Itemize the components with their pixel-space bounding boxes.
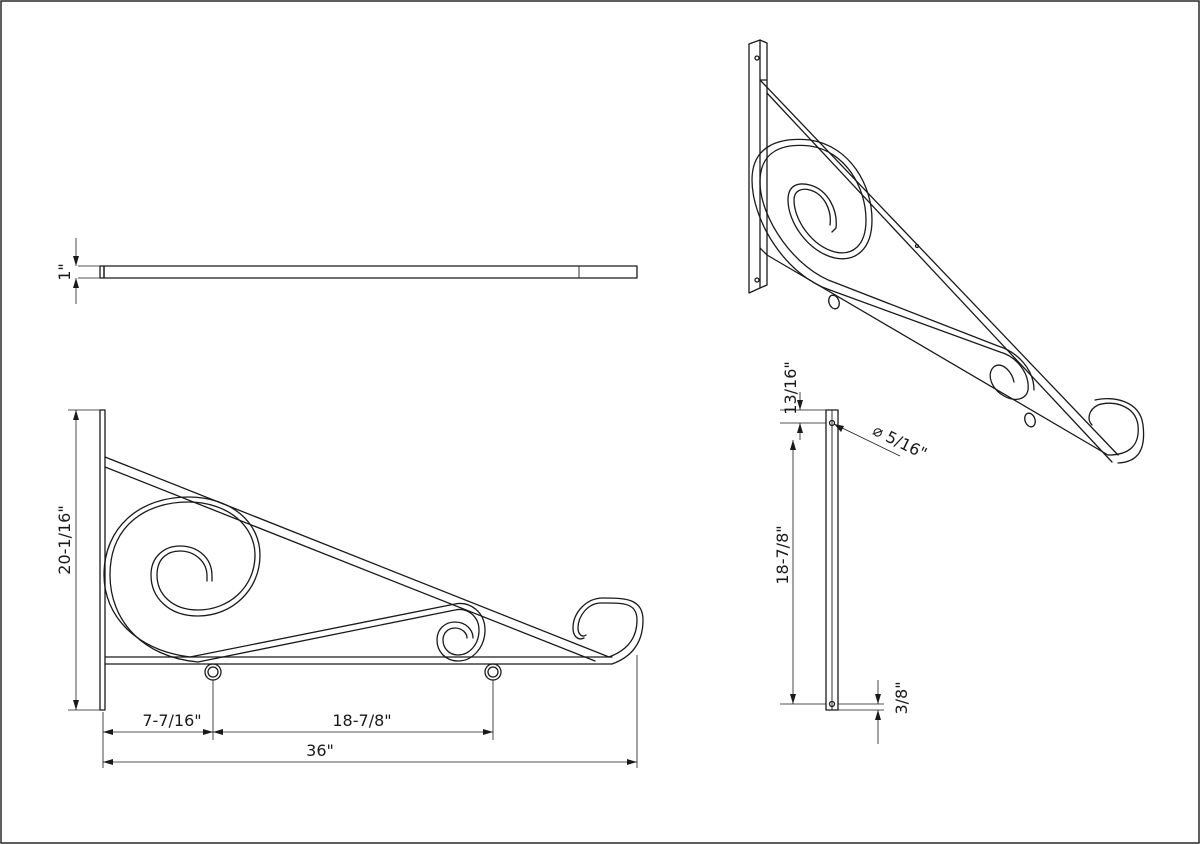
top-hole: [828, 419, 836, 427]
bottom-hole: [828, 700, 836, 708]
hole-spacing-label: 18-7/8": [773, 525, 792, 584]
top-view: 1": [55, 238, 638, 304]
wall-plate: [99, 409, 106, 711]
end-scroll: [577, 602, 638, 658]
diagonal-bar: [104, 456, 610, 662]
top-view-bar: [103, 265, 638, 279]
bracket-height-label: 20-1/16": [55, 505, 74, 574]
iso-large-scroll: [751, 138, 873, 291]
bottom-hole-offset-label: 3/8": [892, 681, 911, 714]
iso-diagonal-bar: [759, 79, 1119, 463]
front-view: 20-1/16" 7-7/16" 18-7/8" 36": [55, 409, 644, 768]
hole-diameter-label: 5/16": [883, 427, 930, 463]
top-view-plate: [99, 265, 105, 279]
top-hole-offset-label: 13/16": [781, 361, 800, 414]
iso-bottom-bar: [759, 247, 1109, 456]
large-scroll: [103, 496, 261, 658]
iso-wall-plate: [748, 39, 761, 294]
total-length-label: 36": [306, 741, 334, 760]
isometric-view: [748, 39, 1145, 464]
plate-view: 13/16" 18-7/8" ⌀ 5/16" 3/8": [773, 361, 930, 744]
first-ring-offset-label: 7-7/16": [142, 711, 201, 730]
iso-end-scroll: [1088, 402, 1139, 456]
bottom-bar: [104, 656, 613, 665]
iso-ring-1: [828, 294, 840, 310]
iso-inner-brace: [829, 289, 1029, 401]
bar-thickness-label: 1": [55, 263, 74, 281]
ring-spacing-label: 18-7/8": [332, 711, 391, 730]
inner-brace: [189, 602, 486, 662]
iso-ring-2: [1024, 412, 1036, 428]
